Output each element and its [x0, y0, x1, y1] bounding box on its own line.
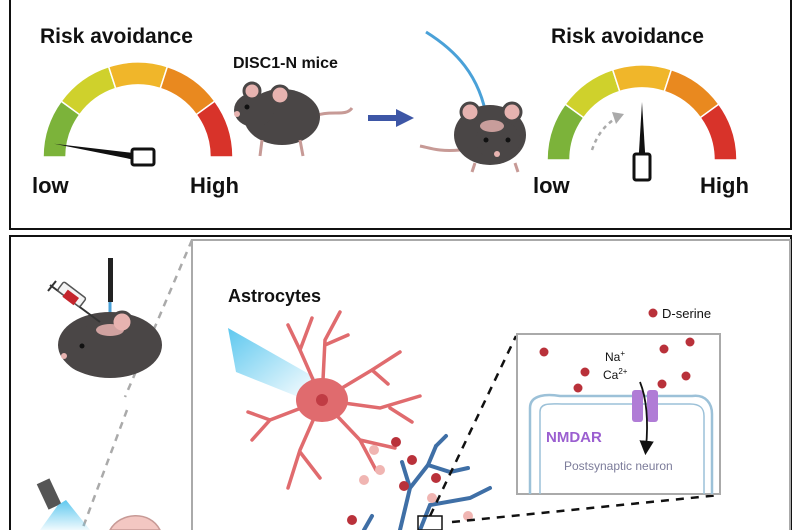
d-serine-molecule — [573, 383, 583, 393]
left-gauge-high-label: High — [190, 173, 239, 198]
d-serine-molecule — [375, 465, 385, 475]
gauge-segment — [564, 68, 621, 119]
gauge-segment — [60, 65, 117, 116]
gauge-segment — [699, 103, 738, 161]
d-serine-molecule — [685, 337, 695, 347]
d-serine-molecule — [659, 344, 669, 354]
right-gauge-title: Risk avoidance — [551, 25, 704, 48]
d-serine-molecule — [463, 511, 473, 521]
zoom-panel-frame — [191, 239, 791, 530]
ion-flow-arrow — [639, 381, 654, 456]
inset-frame — [516, 333, 721, 495]
d-serine-molecule — [391, 437, 401, 447]
postsynaptic-membrane — [528, 393, 714, 494]
d-serine-molecule — [359, 475, 369, 485]
d-serine-molecule — [369, 445, 379, 455]
light-beam — [228, 328, 316, 400]
d-serine-legend: D-serine — [648, 306, 711, 321]
d-serine-molecule — [427, 493, 437, 503]
d-serine-legend-label: D-serine — [662, 306, 711, 321]
d-serine-molecule — [407, 455, 417, 465]
sodium-ion-label: Na+ — [605, 349, 625, 364]
gauge-segment — [107, 61, 169, 90]
d-serine-molecule — [539, 347, 549, 357]
astrocytes-label: Astrocytes — [228, 286, 321, 306]
d-serine-molecule — [431, 473, 441, 483]
left-risk-gauge: Risk avoidance low High — [32, 25, 239, 198]
postsynaptic-neuron-label: Postsynaptic neuron — [564, 459, 673, 473]
d-serine-molecule — [657, 379, 667, 389]
mouse-model-label: DISC1-N mice — [233, 55, 338, 72]
right-gauge-arcs — [546, 64, 738, 161]
astrocyte-cell — [246, 310, 422, 490]
inset-guide-bottom — [451, 493, 721, 524]
left-gauge-arcs — [42, 61, 234, 158]
d-serine-molecule — [347, 515, 357, 525]
d-serine-molecules — [347, 437, 473, 525]
right-gauge-low-label: low — [533, 173, 571, 198]
zoom-guide-top — [123, 239, 194, 398]
inset-guide-top — [428, 335, 518, 517]
gauge-segment — [611, 64, 673, 93]
synapse-inset: Na+ Ca2+ NMDAR Postsynaptic neuron — [516, 333, 721, 495]
d-serine-molecule — [681, 371, 691, 381]
d-serine-molecule — [580, 367, 590, 377]
mouse-illustration-left — [234, 81, 354, 157]
gauge-segment — [195, 100, 234, 158]
left-gauge-title: Risk avoidance — [40, 25, 193, 48]
nmdar-receptor — [632, 390, 658, 422]
mouse-illustration-right — [419, 30, 526, 173]
right-gauge-high-label: High — [700, 173, 749, 198]
left-gauge-low-label: low — [32, 173, 70, 198]
nmdar-label: NMDAR — [546, 429, 602, 446]
left-gauge-needle — [54, 143, 156, 167]
transition-arrow — [368, 109, 414, 127]
right-gauge-needle — [632, 102, 652, 182]
zoom-guide-bottom — [80, 409, 129, 530]
top-panel-frame — [9, 0, 792, 230]
inset-d-serine-molecules — [539, 337, 695, 393]
injection-mouse — [58, 258, 162, 378]
syringe-icon — [47, 280, 101, 323]
d-serine-legend-dot — [648, 308, 658, 318]
d-serine-molecule — [399, 481, 409, 491]
calcium-ion-label: Ca2+ — [603, 367, 628, 382]
right-risk-gauge: Risk avoidance low High — [533, 25, 749, 198]
neuron-dendrite — [362, 434, 492, 530]
